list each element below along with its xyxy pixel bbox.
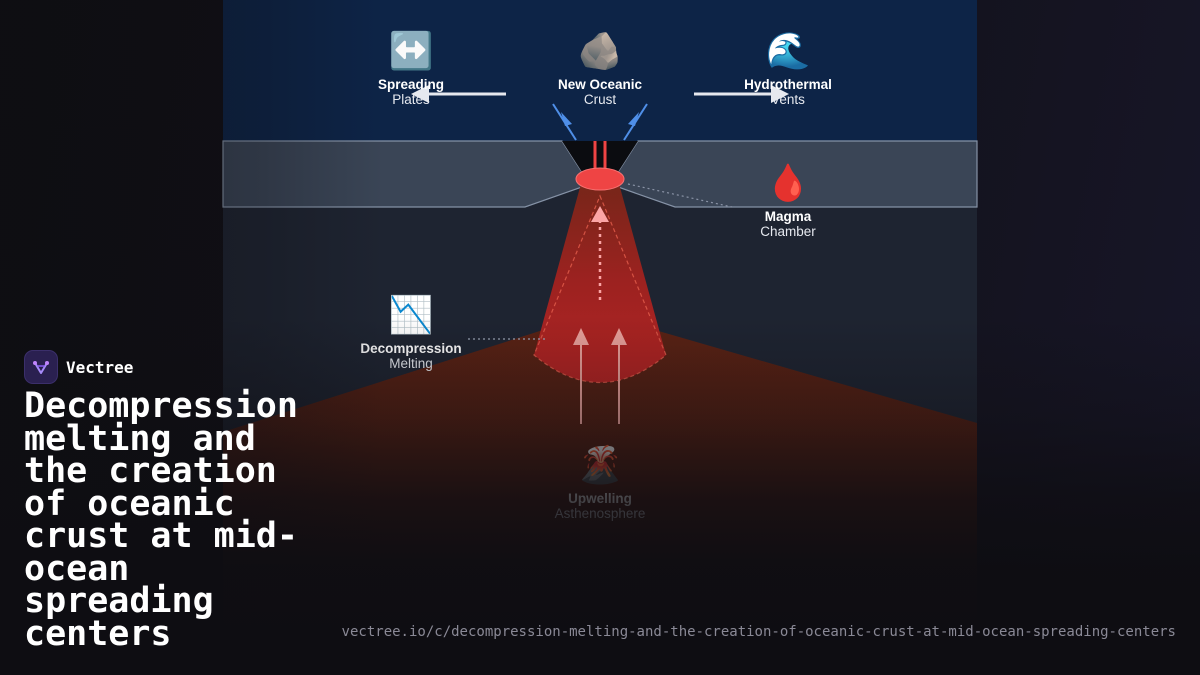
label-crust-line2: Crust [583, 92, 617, 107]
label-vents-line2: Vents [771, 92, 805, 107]
page-title: Decompression melting and the creation o… [24, 386, 298, 654]
drop-of-blood-icon: 🩸 [765, 163, 811, 204]
label-spreading-line2: Plates [392, 92, 430, 107]
rock-icon: 🪨 [577, 31, 623, 72]
label-decompression-line1: Decompression [360, 341, 462, 356]
label-magma-line2: Chamber [760, 224, 816, 239]
label-decompression-line2: Melting [389, 356, 433, 371]
spreading-icon: ↔️ [388, 31, 434, 72]
label-spreading-line1: Spreading [377, 77, 445, 92]
magma-chamber-shape [575, 167, 625, 191]
label-spreading-plates: Spreading Plates [378, 77, 444, 107]
label-decompression-melting: Decompression Melting [360, 341, 461, 371]
label-crust-line1: New Oceanic [557, 77, 643, 92]
label-upwelling-asthenosphere: Upwelling Asthenosphere [555, 491, 646, 521]
brand-name: Vectree [66, 357, 134, 377]
label-magma-chamber: Magma Chamber [760, 209, 816, 239]
chart-decreasing-icon: 📉 [388, 295, 434, 336]
volcano-icon: 🌋 [577, 445, 623, 486]
left-plate [222, 140, 583, 208]
label-new-oceanic-crust: New Oceanic Crust [558, 77, 642, 107]
brand[interactable]: Vectree [24, 350, 133, 384]
page-url[interactable]: vectree.io/c/decompression-melting-and-t… [341, 624, 1176, 640]
wave-icon: 🌊 [765, 31, 811, 72]
label-magma-line1: Magma [764, 209, 812, 224]
label-hydrothermal-vents: Hydrothermal Vents [744, 77, 832, 107]
vectree-logo-icon [24, 350, 58, 384]
label-vents-line1: Hydrothermal [744, 77, 832, 92]
label-upwelling-line1: Upwelling [568, 491, 632, 506]
label-upwelling-line2: Asthenosphere [554, 506, 646, 521]
